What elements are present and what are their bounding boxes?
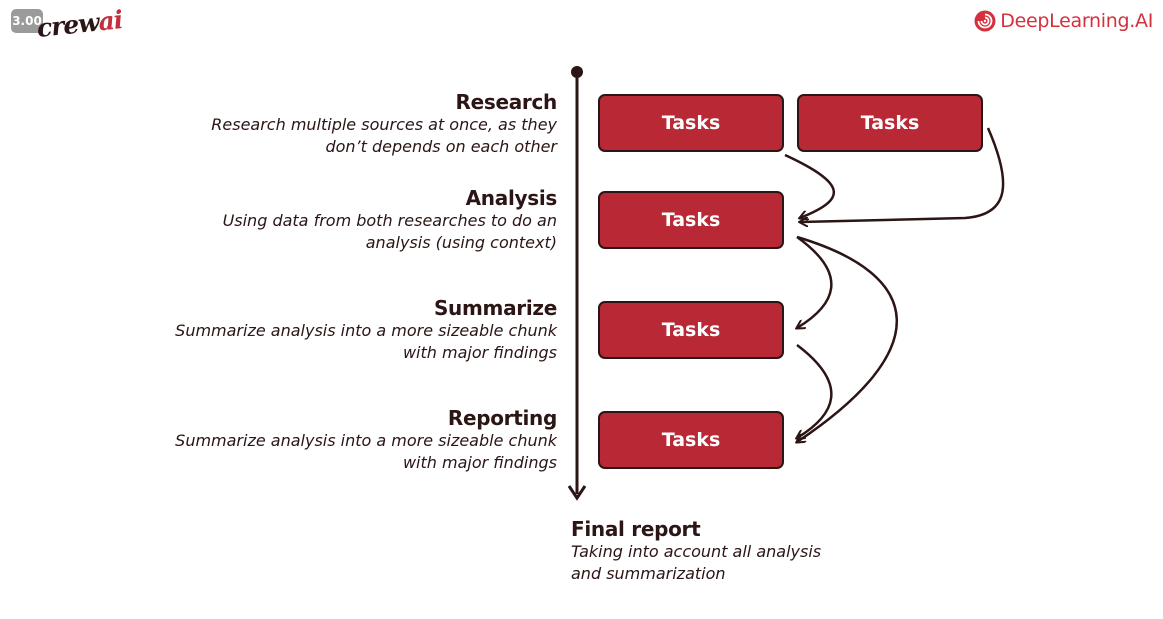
stage-reporting: Reporting Summarize analysis into a more…: [175, 406, 557, 474]
timeline-start-dot: [571, 66, 583, 78]
stage-desc-line: with major findings: [402, 453, 557, 472]
stage-title: Reporting: [447, 406, 557, 430]
arrow-summarize-to-reporting: [797, 344, 833, 438]
task-box-analysis: Tasks: [598, 191, 784, 249]
stage-title: Summarize: [433, 296, 557, 320]
stage-desc-line: Research multiple sources at once, as th…: [211, 115, 557, 134]
stage-title: Analysis: [465, 186, 558, 210]
crewai-logo-text: crewai: [35, 5, 123, 43]
final-report: Final report Taking into account all ana…: [571, 517, 821, 585]
task-box-research-2: Tasks: [797, 94, 983, 152]
task-box-reporting: Tasks: [598, 411, 784, 469]
crewai-logo: crewai: [35, 5, 137, 46]
arrow-research1-to-analysis: [784, 153, 835, 218]
stage-analysis: Analysis Using data from both researches…: [222, 186, 558, 254]
stage-summarize: Summarize Summarize analysis into a more…: [175, 296, 557, 364]
stage-desc-line: analysis (using context): [365, 233, 557, 252]
stage-desc-line: Summarize analysis into a more sizeable …: [175, 431, 557, 450]
stage-title: Research: [455, 90, 558, 114]
stage-research: Research Research multiple sources at on…: [211, 90, 557, 158]
deeplearning-spiral-icon: [974, 10, 996, 32]
timeline-arrowhead: [567, 485, 587, 501]
final-report-desc-line: Taking into account all analysis: [571, 542, 822, 561]
crewai-logo-prefix: crew: [35, 7, 101, 43]
stage-desc-line: don’t depends on each other: [325, 137, 557, 156]
final-report-title: Final report: [571, 517, 701, 541]
stage-desc-line: Using data from both researches to do an: [222, 211, 557, 230]
arrow-analysis-to-summarize: [797, 235, 833, 328]
deeplearning-logo-text: DeepLearning.AI: [1000, 10, 1153, 32]
playback-speed-badge[interactable]: 3.00: [11, 9, 43, 33]
final-report-desc-line: and summarization: [571, 564, 726, 583]
task-box-research-1: Tasks: [598, 94, 784, 152]
stage-desc-line: with major findings: [402, 343, 557, 362]
deeplearning-logo: DeepLearning.AI: [974, 8, 1153, 34]
stage-desc-line: Summarize analysis into a more sizeable …: [175, 321, 557, 340]
task-box-summarize: Tasks: [598, 301, 784, 359]
crewai-logo-suffix: ai: [96, 5, 124, 37]
arrow-analysis-to-reporting: [797, 235, 898, 442]
